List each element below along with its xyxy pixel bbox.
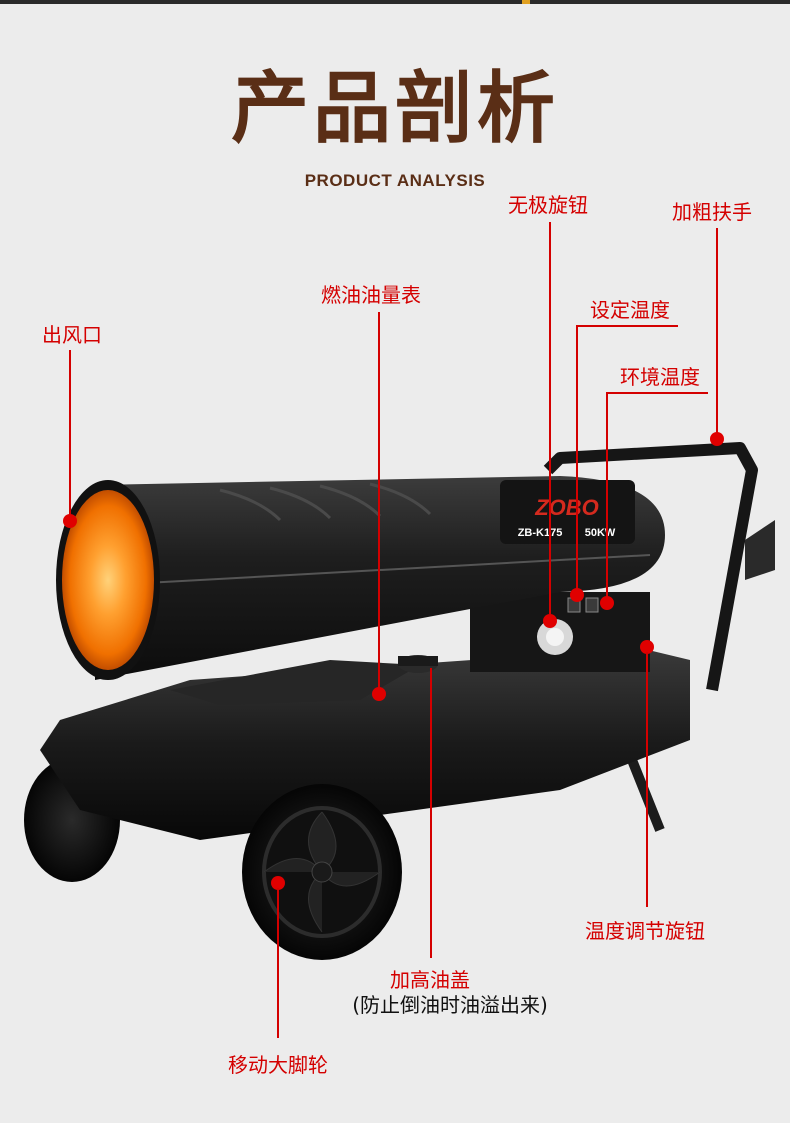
top-bar bbox=[0, 0, 790, 4]
callout-temp-adjust-knob: 温度调节旋钮 bbox=[585, 919, 705, 943]
top-bar-accent bbox=[522, 0, 530, 4]
callout-line-fuel-gauge bbox=[378, 312, 380, 687]
handle bbox=[543, 442, 758, 692]
callout-raised-fuel-cap-note: (防止倒油时油溢出来) bbox=[352, 993, 548, 1017]
callout-hline-set-temperature bbox=[576, 325, 678, 327]
power-text: 50KW bbox=[585, 527, 616, 539]
callout-dot-thick-handle bbox=[710, 432, 724, 446]
callout-stepless-knob: 无极旋钮 bbox=[508, 193, 588, 217]
brand-plate bbox=[500, 480, 635, 544]
ambient-temp-display bbox=[585, 597, 599, 613]
callout-line-ambient-temperature bbox=[606, 392, 608, 600]
callout-dot-moving-wheels bbox=[271, 876, 285, 890]
callout-dot-set-temperature bbox=[570, 588, 584, 602]
callout-dot-temp-adjust-knob bbox=[640, 640, 654, 654]
brand-logo: ZOBO bbox=[534, 495, 599, 520]
callout-line-air-outlet bbox=[69, 350, 71, 520]
callout-line-temp-adjust-knob bbox=[646, 652, 648, 907]
page-title: 产品剖析 bbox=[230, 64, 559, 154]
tank-top-vents bbox=[170, 660, 420, 705]
callout-dot-stepless-knob bbox=[543, 614, 557, 628]
callout-moving-wheels: 移动大脚轮 bbox=[228, 1053, 328, 1077]
callout-dot-air-outlet bbox=[63, 514, 77, 528]
callout-ambient-temperature: 环境温度 bbox=[620, 365, 700, 389]
callout-thick-handle: 加粗扶手 bbox=[672, 200, 752, 224]
page-subtitle: PRODUCT ANALYSIS bbox=[304, 171, 486, 190]
outlet-flame bbox=[62, 490, 154, 670]
callout-set-temperature: 设定温度 bbox=[590, 298, 670, 322]
callout-dot-fuel-gauge bbox=[372, 687, 386, 701]
callout-fuel-gauge: 燃油油量表 bbox=[321, 283, 421, 307]
model-text: ZB-K175 bbox=[518, 527, 563, 539]
callout-line-thick-handle bbox=[716, 228, 718, 434]
callout-air-outlet: 出风口 bbox=[42, 323, 102, 347]
callout-raised-fuel-cap: 加高油盖 bbox=[390, 968, 470, 992]
handle-bracket bbox=[745, 520, 775, 580]
callout-hline-ambient-temperature bbox=[606, 392, 708, 394]
callout-line-set-temperature bbox=[576, 325, 578, 590]
callout-line-raised-fuel-cap bbox=[430, 668, 432, 958]
callout-line-moving-wheels bbox=[277, 888, 279, 1038]
callout-line-stepless-knob bbox=[549, 222, 551, 614]
callout-dot-ambient-temperature bbox=[600, 596, 614, 610]
